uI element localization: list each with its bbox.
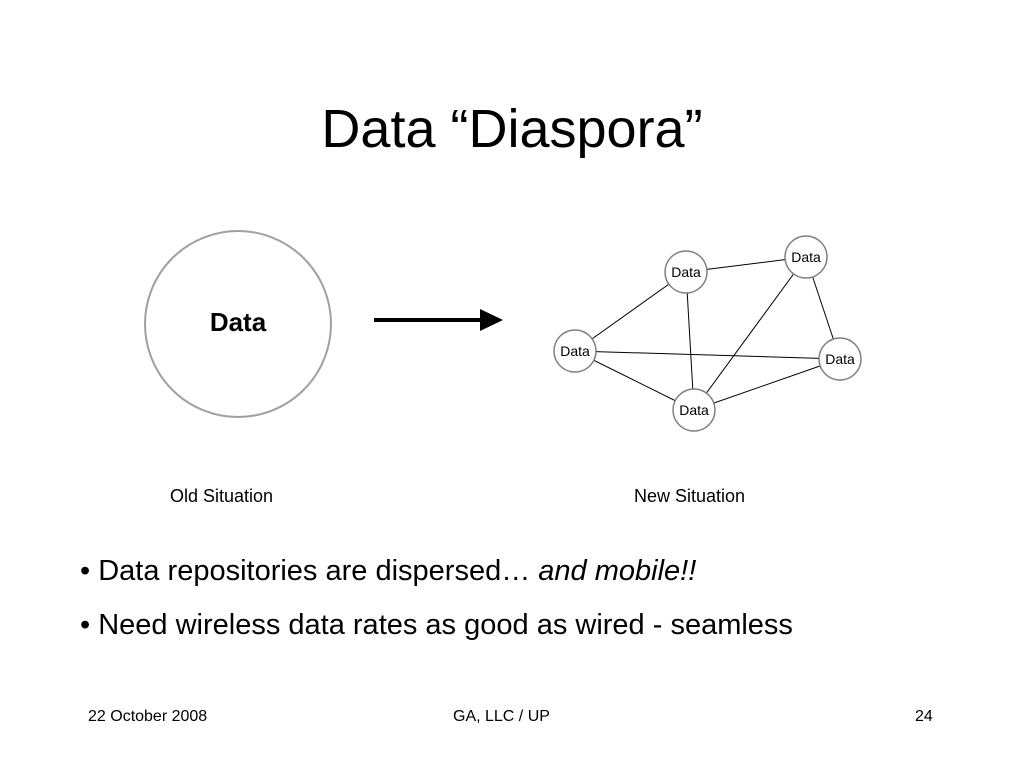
bullet-item: • Data repositories are dispersed… and m… — [80, 555, 793, 588]
network-node-circle — [818, 337, 862, 381]
network-node: Data — [784, 235, 828, 279]
network-node-label: Data — [560, 343, 590, 359]
network-edge — [693, 358, 841, 411]
network-node-circle — [672, 388, 716, 432]
network-node-label: Data — [825, 351, 855, 367]
network-edge — [574, 350, 695, 411]
bullet-marker: • — [80, 609, 99, 642]
network-node: Data — [553, 329, 597, 373]
network-edge — [685, 271, 695, 411]
slide-title: Data “Diaspora” — [321, 99, 703, 159]
network-node-circle — [553, 329, 597, 373]
network-node: Data — [664, 250, 708, 294]
bullet-marker: • — [80, 555, 99, 587]
footer-org: GA, LLC / UP — [453, 708, 550, 725]
bullet-text: Need wireless data rates as good as wire… — [98, 609, 793, 642]
bullet-item: • Need wireless data rates as good as wi… — [80, 609, 793, 642]
bullet-list: • Data repositories are dispersed… and m… — [80, 555, 793, 664]
bullet-emphasis: and mobile!! — [538, 555, 697, 587]
footer-date: 22 October 2008 — [88, 708, 208, 725]
network-node-circle — [664, 250, 708, 294]
network-node-label: Data — [679, 402, 709, 418]
network-node: Data — [818, 337, 862, 381]
network-node-label: Data — [791, 249, 821, 265]
network-edge — [693, 256, 807, 411]
network-edges — [574, 256, 841, 411]
right-arrow-icon — [374, 309, 503, 331]
old-node-label: Data — [210, 307, 267, 337]
footer-page-number: 24 — [915, 708, 933, 725]
bullet-text: Data repositories are dispersed… — [98, 555, 539, 587]
network-edge — [574, 350, 841, 360]
network-node: Data — [672, 388, 716, 432]
network-node-circle — [784, 235, 828, 279]
network-edge — [574, 271, 687, 352]
network-node-label: Data — [671, 264, 701, 280]
old-situation-node: Data — [144, 230, 332, 418]
old-situation-caption: Old Situation — [170, 486, 274, 506]
new-situation-caption: New Situation — [634, 486, 746, 506]
